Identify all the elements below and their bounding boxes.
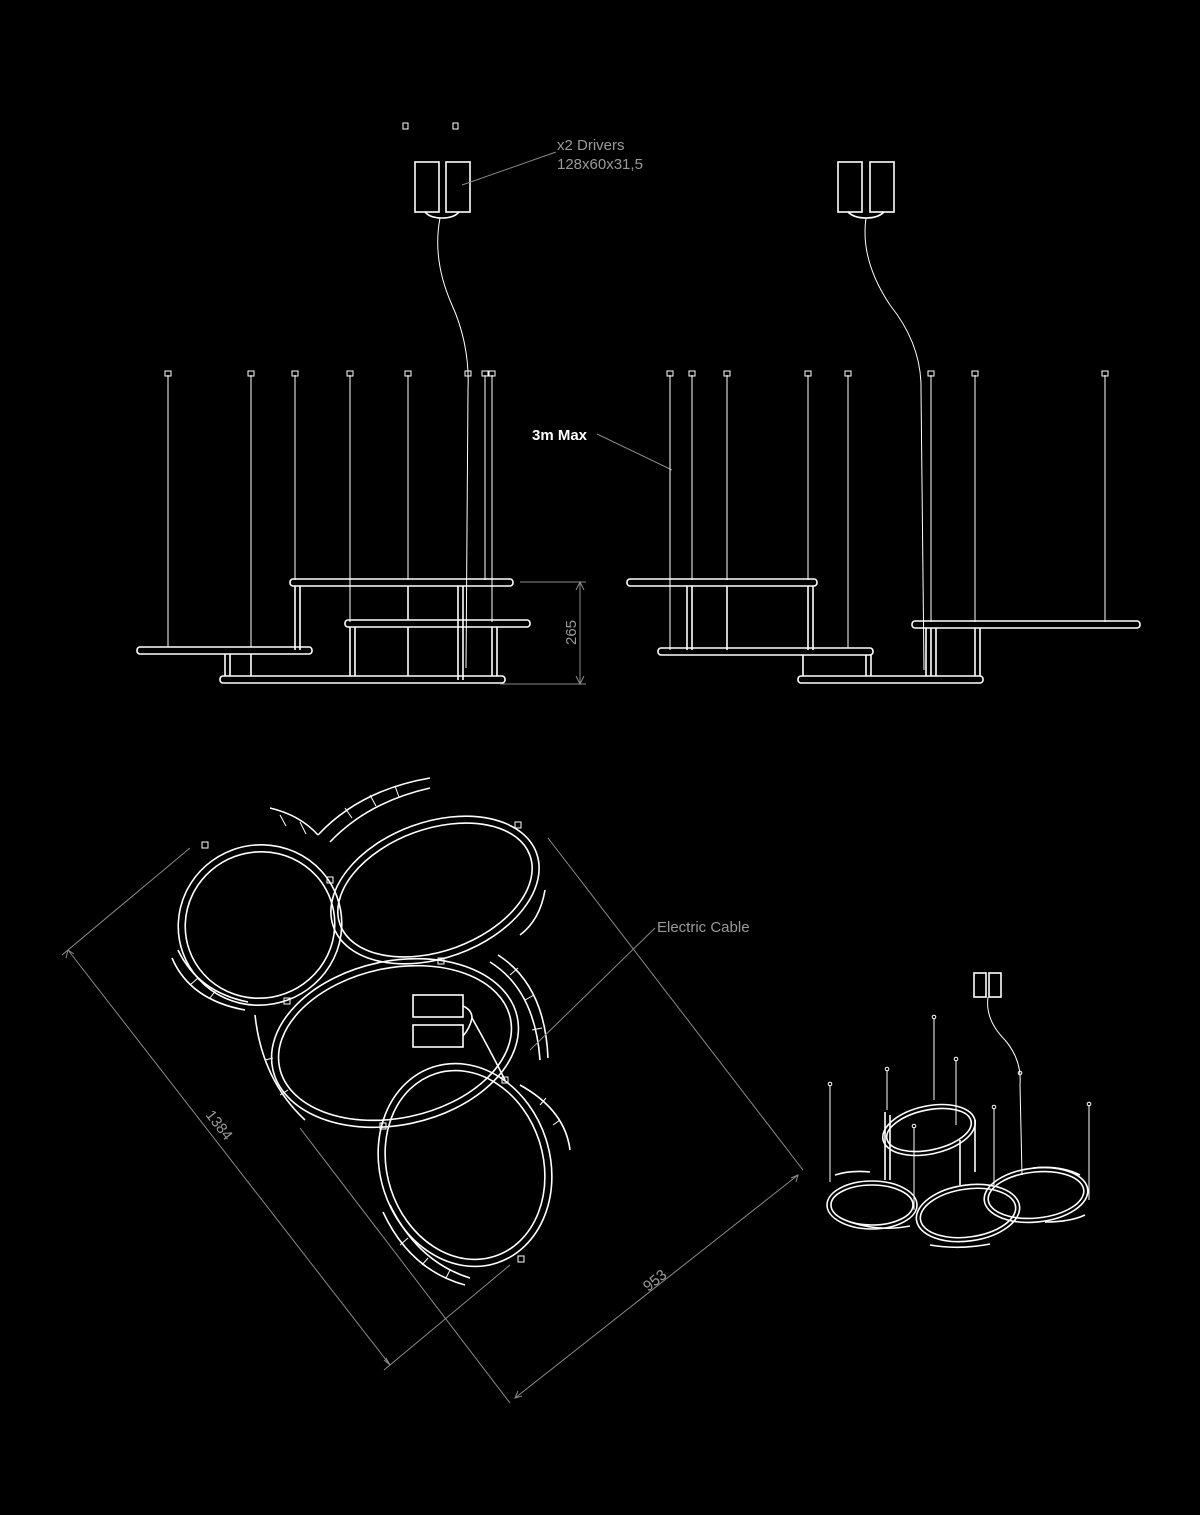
cable-length-leader [596, 433, 673, 471]
driver-boxes [414, 161, 471, 219]
drivers-label-line1: x2 Drivers [557, 137, 625, 154]
ceiling-mark [452, 122, 459, 130]
rail-rungs [189, 785, 561, 1279]
wire-anchors [164, 370, 496, 377]
isometric-view [826, 972, 1092, 1249]
driver-boxes [837, 161, 895, 219]
ring-top-left [177, 843, 343, 1007]
ceiling-mark [402, 122, 409, 130]
height-dimension-label: 265 [563, 620, 580, 645]
ring-joints [201, 821, 525, 1263]
length-dimension-label: 1384 [202, 1107, 236, 1144]
front-elevation-left: 265 x2 Drivers 128x60x31,5 [136, 122, 643, 686]
ring-middle [270, 957, 520, 1129]
ring-bottom [377, 1062, 553, 1268]
length-dimension [61, 847, 511, 1371]
ring-tiers [626, 578, 1141, 684]
wire-anchors [666, 370, 1109, 377]
ring-top-right [330, 815, 540, 965]
plan-drivers [412, 994, 506, 1081]
electric-cable-leader [529, 927, 656, 1051]
width-dimension [299, 837, 804, 1404]
width-dimension-label: 953 [640, 1266, 670, 1295]
drivers-leader [461, 151, 557, 186]
suspension-wires [167, 375, 493, 647]
electric-cable-label: Electric Cable [657, 919, 750, 936]
iso-rings [826, 1103, 1089, 1249]
suspension-wires [669, 375, 1106, 650]
drivers-label-line2: 128x60x31,5 [557, 156, 643, 173]
iso-power-cable [987, 996, 1023, 1176]
plan-view: Electric Cable 1384 953 [61, 777, 804, 1404]
ring-tiers [136, 578, 531, 684]
height-dimension [500, 580, 586, 686]
rail-arcs [171, 777, 571, 1286]
iso-drivers [973, 972, 1002, 998]
front-elevation-right [626, 161, 1141, 684]
cable-length-label: 3m Max [532, 427, 588, 444]
power-cable [864, 217, 925, 671]
